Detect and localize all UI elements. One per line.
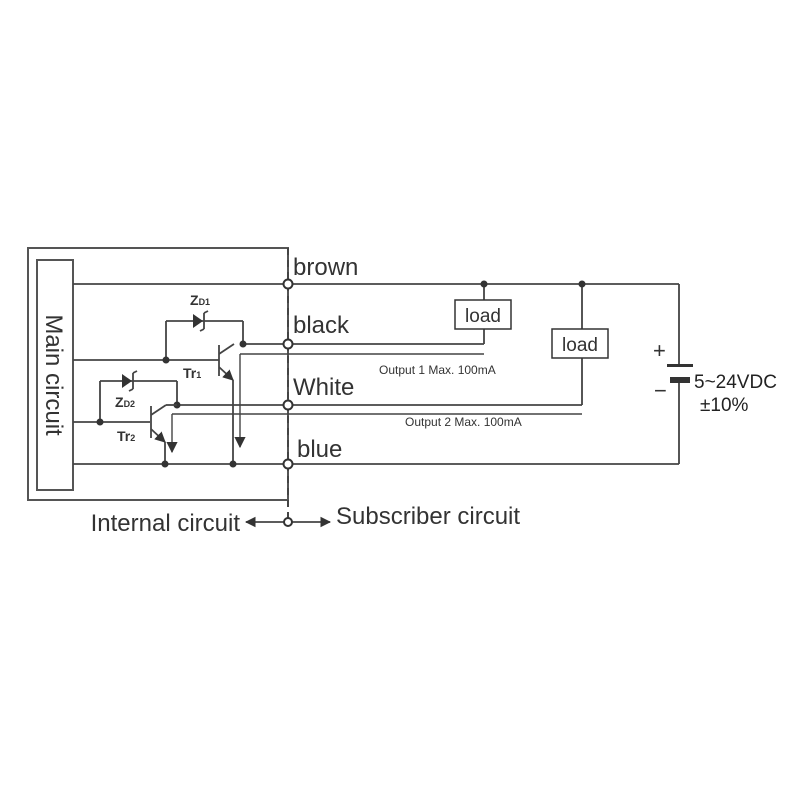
- tr2-label-main: Tr: [117, 428, 131, 444]
- load-2-label: load: [562, 335, 598, 356]
- tr2-label-sub: 2: [130, 433, 135, 443]
- load-2: load: [551, 328, 609, 359]
- junction-dot: [480, 280, 488, 288]
- zd1-label-sub: D1: [199, 297, 211, 307]
- tr2-label: Tr2: [117, 428, 135, 444]
- terminal-white: [282, 399, 294, 411]
- tr1-label: Tr1: [183, 365, 201, 381]
- tr1-label-sub: 1: [196, 370, 201, 380]
- wire-label-white: White: [293, 374, 354, 401]
- load-1: load: [454, 299, 512, 330]
- junction-dot: [239, 340, 247, 348]
- supply-voltage: 5~24VDC: [694, 372, 777, 393]
- main-circuit-block: [36, 259, 74, 491]
- zd1-label-main: Z: [190, 292, 199, 308]
- load-1-label: load: [465, 306, 501, 327]
- zener-diode-zd1: [193, 310, 209, 332]
- junction-dot: [229, 460, 237, 468]
- zd2-label-sub: D2: [124, 399, 136, 409]
- wire-label-blue: blue: [297, 436, 342, 463]
- terminal-black: [282, 338, 294, 350]
- supply-plus: +: [653, 338, 666, 363]
- zd1-label: ZD1: [190, 292, 210, 308]
- zd2-label-main: Z: [115, 394, 124, 410]
- wire-label-black: black: [293, 312, 350, 339]
- transistor-tr2: [150, 404, 177, 443]
- battery-symbol: [667, 364, 693, 383]
- zd2-label: ZD2: [115, 394, 135, 410]
- transistor-tr1: [218, 343, 235, 381]
- wire-label-brown: brown: [293, 254, 358, 281]
- junction-dot: [162, 356, 170, 364]
- internal-circuit-label: Internal circuit: [91, 510, 241, 537]
- terminal-brown: [282, 278, 294, 290]
- main-circuit-label: Main circuit: [40, 314, 67, 436]
- zener-diode-zd2: [122, 370, 138, 392]
- junction-dot: [96, 418, 104, 426]
- supply-tolerance: ±10%: [700, 395, 749, 416]
- output1-label: Output 1 Max. 100mA: [379, 363, 496, 377]
- tr1-label-main: Tr: [183, 365, 197, 381]
- subscriber-circuit-label: Subscriber circuit: [336, 503, 520, 530]
- terminal-blue: [282, 458, 294, 470]
- supply-minus: −: [654, 378, 667, 403]
- output2-label: Output 2 Max. 100mA: [405, 415, 522, 429]
- junction-dot: [578, 280, 586, 288]
- boundary-terminal: [283, 517, 293, 527]
- junction-dot: [161, 460, 169, 468]
